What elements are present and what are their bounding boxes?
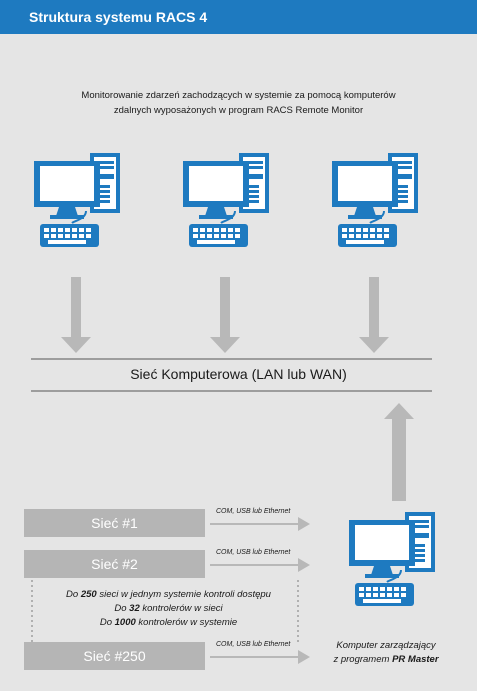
master-line-1: Komputer zarządzający bbox=[336, 640, 436, 651]
note-line: Do 32 kontrolerów w sieci bbox=[114, 603, 223, 614]
network-label: Sieć Komputerowa (LAN lub WAN) bbox=[130, 366, 347, 382]
arrow-right-icon bbox=[209, 557, 311, 573]
intro-line-1: Monitorowanie zdarzeń zachodzących w sys… bbox=[81, 90, 396, 101]
arrow-down-icon bbox=[359, 277, 389, 353]
note-line: Do 250 sieci w jednym systemie kontroli … bbox=[66, 589, 271, 600]
subnet-box: Sieć #2 bbox=[24, 550, 205, 578]
arrow-down-icon bbox=[61, 277, 91, 353]
subnet-box: Sieć #1 bbox=[24, 509, 205, 537]
page-title: Struktura systemu RACS 4 bbox=[29, 9, 208, 25]
arrow-right-icon bbox=[209, 649, 311, 665]
computer-icon bbox=[348, 511, 436, 607]
computer-icon bbox=[182, 152, 270, 248]
note-line: Do 1000 kontrolerów w systemie bbox=[99, 617, 238, 628]
arrow-down-icon bbox=[210, 277, 240, 353]
computer-icon bbox=[331, 152, 419, 248]
computer-icon bbox=[33, 152, 121, 248]
subnet-box: Sieć #250 bbox=[24, 642, 205, 670]
arrow-up-icon bbox=[384, 403, 414, 501]
capacity-note: Do 250 sieci w jednym systemie kontroli … bbox=[30, 588, 307, 630]
connection-label: COM, USB lub Ethernet bbox=[216, 508, 291, 515]
intro-text: Monitorowanie zdarzeń zachodzących w sys… bbox=[30, 88, 447, 118]
header-bar: Struktura systemu RACS 4 bbox=[0, 0, 477, 34]
connection-label: COM, USB lub Ethernet bbox=[216, 641, 291, 648]
intro-line-2: zdalnych wyposażonych w program RACS Rem… bbox=[113, 105, 364, 116]
master-line-2: z programem PR Master bbox=[333, 654, 439, 665]
arrow-right-icon bbox=[209, 516, 311, 532]
connection-label: COM, USB lub Ethernet bbox=[216, 549, 291, 556]
master-computer-label: Komputer zarządzający z programem PR Mas… bbox=[306, 639, 466, 667]
